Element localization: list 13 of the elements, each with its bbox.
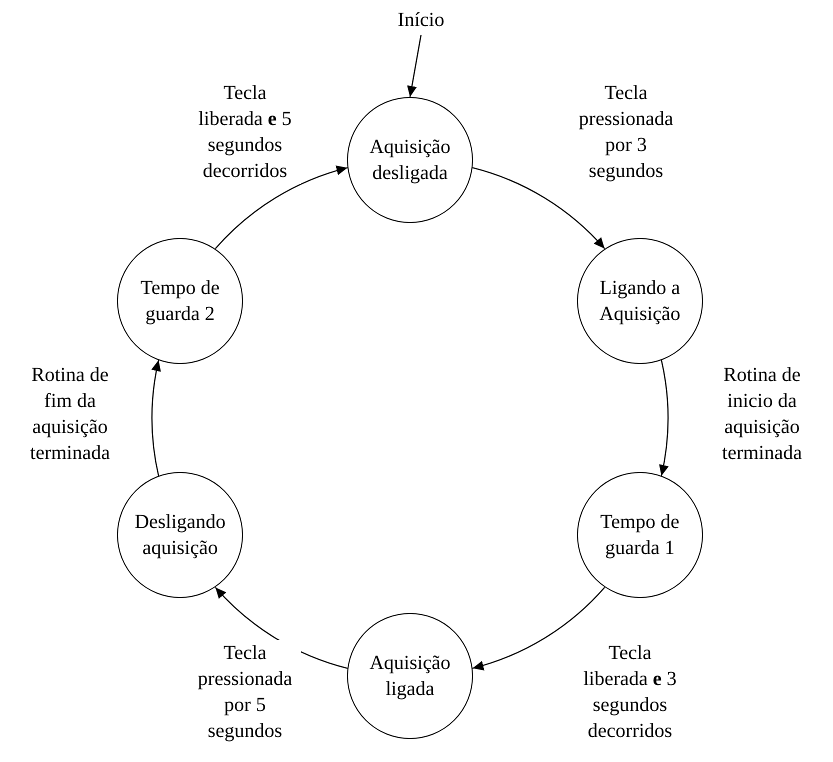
state-name: Aquisição desligada bbox=[368, 135, 452, 186]
arrow bbox=[472, 586, 606, 670]
arrow bbox=[407, 34, 422, 98]
state-name: Aquisição ligada bbox=[368, 651, 452, 702]
arrow bbox=[151, 360, 162, 476]
state-name: Tempo de guarda 2 bbox=[140, 276, 221, 327]
state-name: Desligando aquisição bbox=[134, 510, 227, 562]
start-label: Início bbox=[381, 5, 461, 35]
arrow bbox=[214, 166, 348, 250]
state-name: Ligando a Aquisição bbox=[598, 276, 682, 327]
arrow bbox=[472, 167, 606, 250]
arrow bbox=[658, 360, 669, 476]
state-name: Tempo de guarda 1 bbox=[599, 510, 680, 562]
